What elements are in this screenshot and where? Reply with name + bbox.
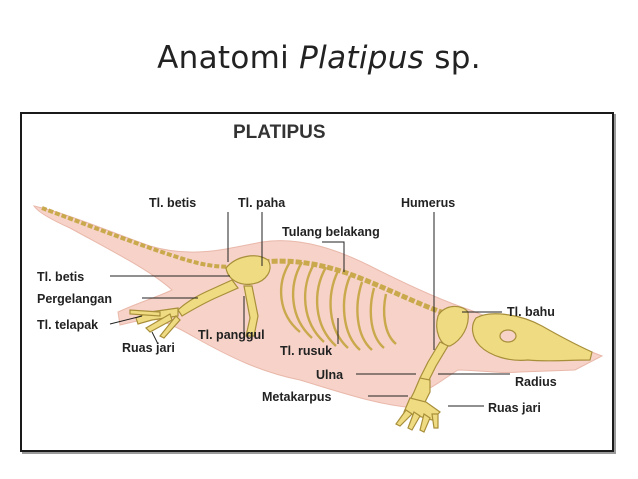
label-pergelangan: Pergelangan (37, 292, 112, 306)
label-tulang-belakang: Tulang belakang (282, 225, 380, 239)
label-tl-telapak: Tl. telapak (37, 318, 98, 332)
label-ruas-jari-left: Ruas jari (122, 341, 175, 355)
label-tl-rusuk: Tl. rusuk (280, 344, 332, 358)
label-radius: Radius (515, 375, 557, 389)
label-tl-paha: Tl. paha (238, 196, 286, 210)
label-tl-betis-left: Tl. betis (37, 270, 84, 284)
label-tl-betis-top: Tl. betis (149, 196, 196, 210)
label-ulna: Ulna (316, 368, 344, 382)
label-metakarpus: Metakarpus (262, 390, 332, 404)
label-tl-bahu: Tl. bahu (507, 305, 555, 319)
skull (473, 314, 592, 361)
label-tl-panggul: Tl. panggul (198, 328, 265, 342)
diagram-heading: PLATIPUS (233, 122, 326, 143)
hind-foot (130, 308, 180, 338)
eye-socket (500, 330, 516, 342)
label-humerus: Humerus (401, 196, 455, 210)
label-ruas-jari-right: Ruas jari (488, 401, 541, 415)
